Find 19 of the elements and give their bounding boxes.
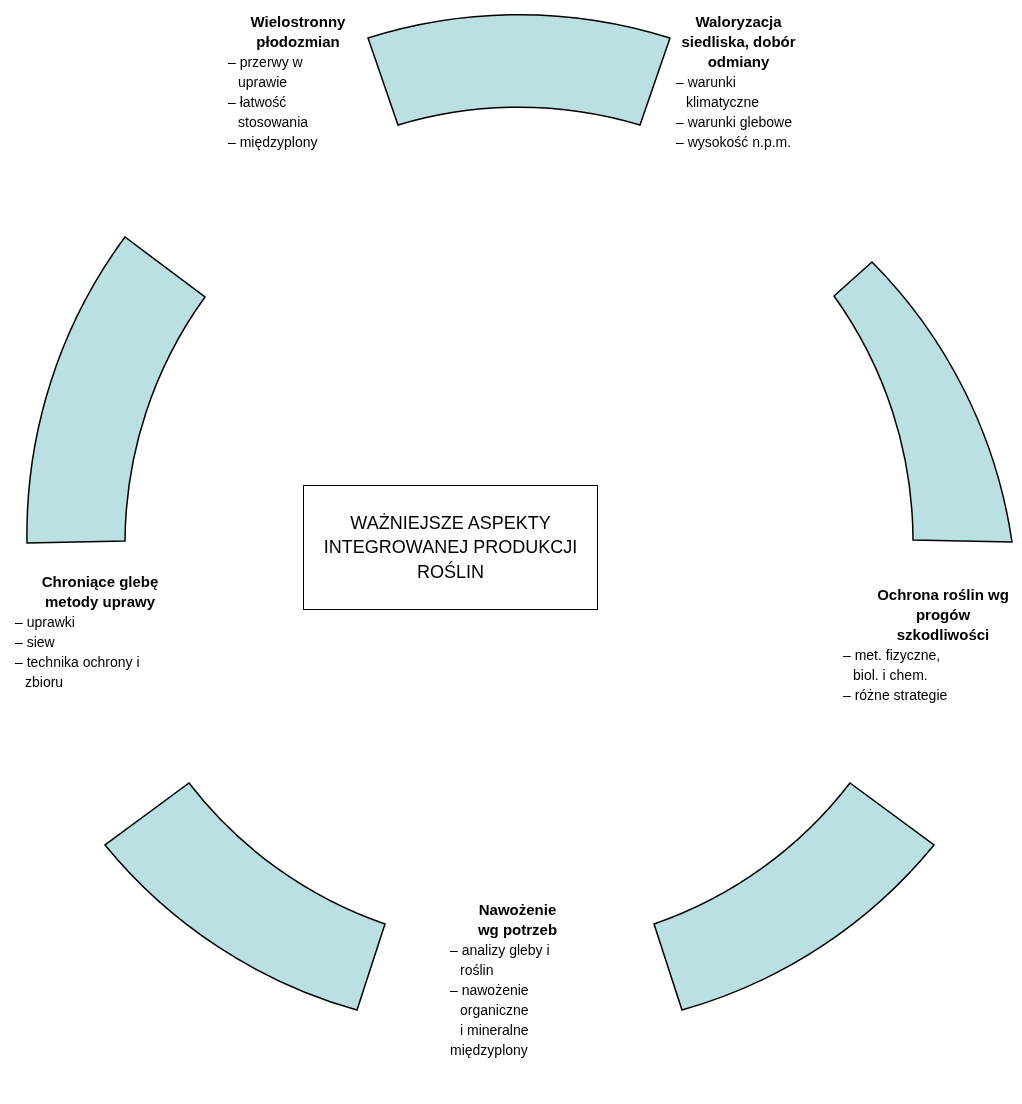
- list-item: – wysokość n.p.m.: [676, 133, 793, 152]
- title-box: WAŻNIEJSZE ASPEKTY INTEGROWANEJ PRODUKCJI ROŚLIN: [303, 485, 598, 610]
- list-item: – łatwość stosowania: [228, 93, 310, 132]
- list-item: – przerwy w uprawie: [228, 53, 304, 92]
- list-item: – warunki glebowe: [676, 113, 793, 132]
- list-item: – międzyplony: [228, 133, 319, 152]
- list-item: międzyplony: [450, 1041, 529, 1060]
- list-item: – met. fizyczne, biol. i chem.: [843, 646, 942, 685]
- section-heading: Nawożenie wg potrzeb: [476, 900, 559, 940]
- list-item: – warunki klimatyczne: [676, 73, 761, 112]
- list-item: – siew: [15, 633, 56, 652]
- list-item: – uprawki: [15, 613, 76, 632]
- list-item: – technika ochrony i zbioru: [15, 653, 141, 692]
- section-heading: Wielostronny płodozmian: [249, 12, 347, 52]
- list-item: – różne strategie: [843, 686, 949, 705]
- section-heading: Waloryzacja siedliska, dobór odmiany: [680, 12, 797, 72]
- list-item: – analizy gleby i roślin: [450, 941, 550, 980]
- section-heading: Chroniące glebę metody uprawy: [40, 572, 160, 612]
- section-heading: Ochrona roślin wg progów szkodliwości: [876, 585, 1010, 645]
